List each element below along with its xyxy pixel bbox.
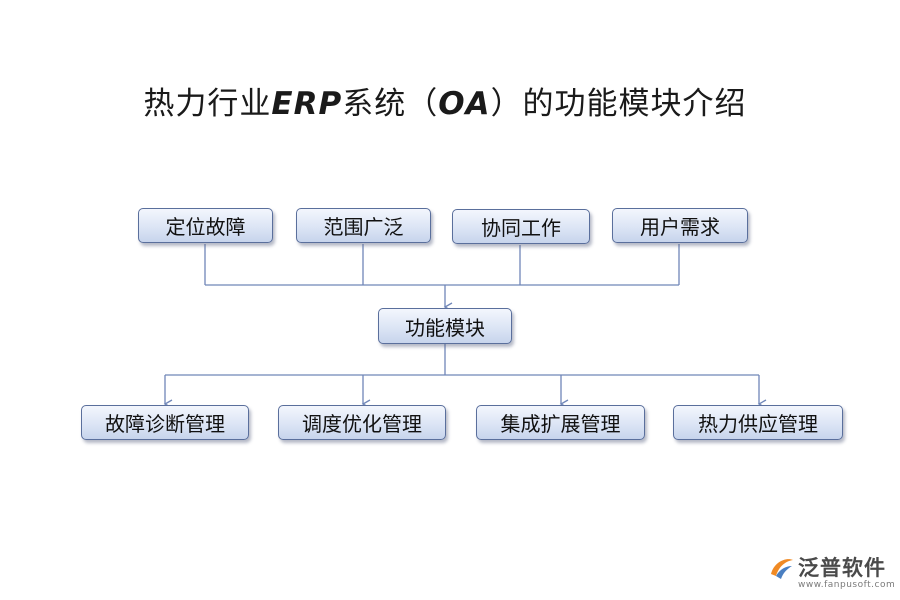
brand-logo-url: www.fanpusoft.com — [798, 580, 896, 590]
input-node-locate-fault: 定位故障 — [138, 208, 273, 243]
output-node-dispatch-optimization: 调度优化管理 — [278, 405, 446, 440]
input-node-label: 范围广泛 — [323, 215, 404, 239]
page-title: 热力行业ERP系统（OA）的功能模块介绍 — [0, 78, 890, 123]
input-node-collaboration: 协同工作 — [452, 209, 590, 244]
title-oa: OA — [438, 86, 491, 122]
title-middle: 系统（ — [342, 86, 439, 122]
input-node-label: 定位故障 — [165, 215, 246, 239]
title-erp: ERP — [271, 86, 343, 122]
output-node-label: 调度优化管理 — [302, 412, 422, 436]
brand-logo-name: 泛普软件 — [798, 556, 886, 580]
brand-logo: 泛普软件 www.fanpusoft.com — [768, 552, 896, 596]
output-node-label: 集成扩展管理 — [500, 412, 621, 436]
input-node-label: 协同工作 — [481, 216, 561, 240]
center-node-function-modules: 功能模块 — [378, 308, 512, 344]
output-node-label: 故障诊断管理 — [105, 412, 225, 436]
input-node-label: 用户需求 — [640, 215, 720, 239]
output-node-heat-supply: 热力供应管理 — [673, 405, 843, 440]
center-node-label: 功能模块 — [405, 315, 485, 340]
output-node-integration-extension: 集成扩展管理 — [476, 405, 645, 440]
title-prefix: 热力行业 — [143, 86, 272, 122]
input-node-user-demand: 用户需求 — [612, 208, 748, 243]
title-suffix: ）的功能模块介绍 — [490, 86, 747, 122]
brand-logo-mark-icon — [771, 559, 793, 579]
output-node-label: 热力供应管理 — [698, 412, 818, 436]
input-node-wide-range: 范围广泛 — [296, 208, 431, 243]
output-node-fault-diagnosis: 故障诊断管理 — [81, 405, 249, 440]
